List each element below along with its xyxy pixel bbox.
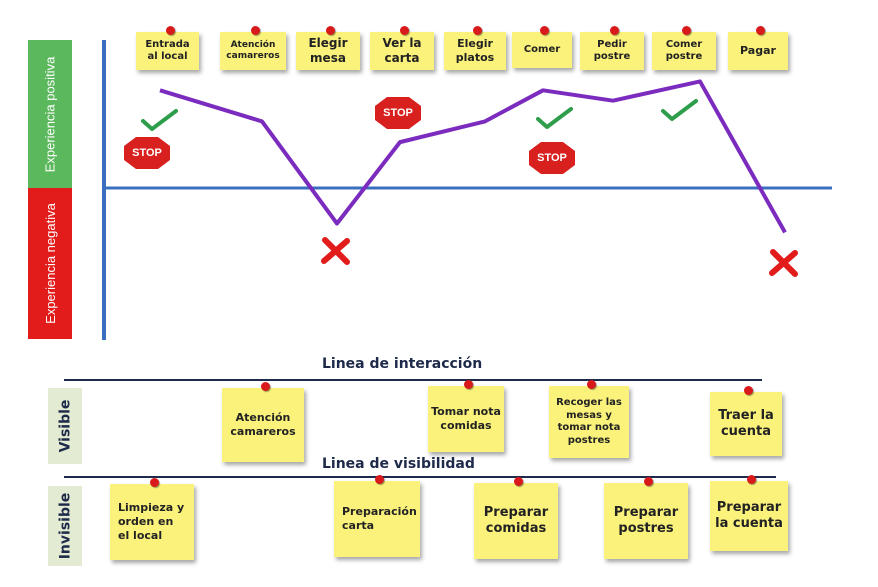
stop-label: STOP [537, 152, 567, 164]
invisible-note-label: Preparar postres [613, 504, 679, 536]
invisible-note-label: Preparación carta [342, 505, 417, 532]
invisible-note-label: Preparar comidas [483, 504, 549, 536]
step-note-7: Pedir postre [580, 26, 644, 70]
stop-octagon [529, 142, 575, 174]
step-note-3: Elegir mesa [296, 26, 360, 70]
step-note-label: Pedir postre [593, 38, 631, 63]
cross-icon [769, 249, 798, 277]
visible-note-label: Tomar nota comidas [431, 405, 501, 432]
stop-sign: STOP [529, 142, 575, 174]
stop-label: STOP [383, 107, 413, 119]
step-note-label: Pagar [740, 44, 776, 58]
step-note-4: Ver la carta [370, 26, 434, 70]
invisible-note-label: Limpieza y orden en el local [118, 501, 185, 542]
check-icon [661, 99, 698, 121]
journey-chart [102, 40, 832, 340]
visible-note-label: Recoger las mesas y tomar nota postres [556, 397, 622, 446]
invisible-note-3: Preparar comidas [474, 477, 558, 559]
step-note-8: Comer postre [652, 26, 716, 70]
visible-note-label: Traer la cuenta [718, 407, 774, 439]
cross-icon [321, 237, 350, 265]
negative-experience-band: Experiencia negativa [28, 188, 72, 339]
step-note-5: Elegir platos [444, 26, 506, 70]
step-note-label: Entrada al local [145, 38, 190, 63]
invisible-note-1: Limpieza y orden en el local [110, 478, 194, 560]
step-note-6: Comer [512, 26, 572, 68]
step-note-label: Ver la carta [382, 36, 422, 65]
stop-sign: STOP [124, 137, 170, 169]
step-note-label: Atención camareros [226, 39, 280, 61]
visible-note-2: Tomar nota comidas [428, 380, 504, 452]
invisible-note-4: Preparar postres [604, 477, 688, 559]
invisible-band: Invisible [48, 486, 82, 566]
experience-curve [159, 79, 787, 234]
stop-octagon [375, 97, 421, 129]
step-note-label: Comer [523, 43, 561, 55]
positive-experience-band: Experiencia positiva [28, 40, 72, 188]
interaction-line-label: Linea de interacción [322, 356, 483, 372]
visible-note-1: Atención camareros [222, 382, 304, 462]
invisible-note-5: Preparar la cuenta [710, 475, 788, 551]
step-note-label: Elegir mesa [308, 36, 348, 65]
visible-label: Visible [57, 399, 73, 453]
invisible-note-2: Preparación carta [334, 475, 420, 557]
stop-sign: STOP [375, 97, 421, 129]
visibility-line [64, 476, 776, 478]
stop-label: STOP [132, 147, 162, 159]
visible-note-3: Recoger las mesas y tomar nota postres [549, 380, 629, 458]
invisible-label: Invisible [57, 492, 73, 560]
step-note-9: Pagar [728, 26, 788, 70]
step-note-label: Elegir platos [455, 37, 495, 64]
visible-note-4: Traer la cuenta [710, 386, 782, 456]
step-note-label: Comer postre [665, 38, 703, 63]
check-icon [536, 107, 573, 129]
invisible-note-label: Preparar la cuenta [715, 499, 783, 531]
visible-band: Visible [48, 388, 82, 464]
visibility-line-label: Linea de visibilidad [322, 456, 475, 472]
check-icon [141, 109, 178, 131]
interaction-line [64, 379, 762, 381]
visible-note-label: Atención camareros [230, 411, 296, 438]
step-note-1: Entrada al local [136, 26, 199, 70]
step-note-2: Atención camareros [220, 26, 286, 70]
stop-octagon [124, 137, 170, 169]
